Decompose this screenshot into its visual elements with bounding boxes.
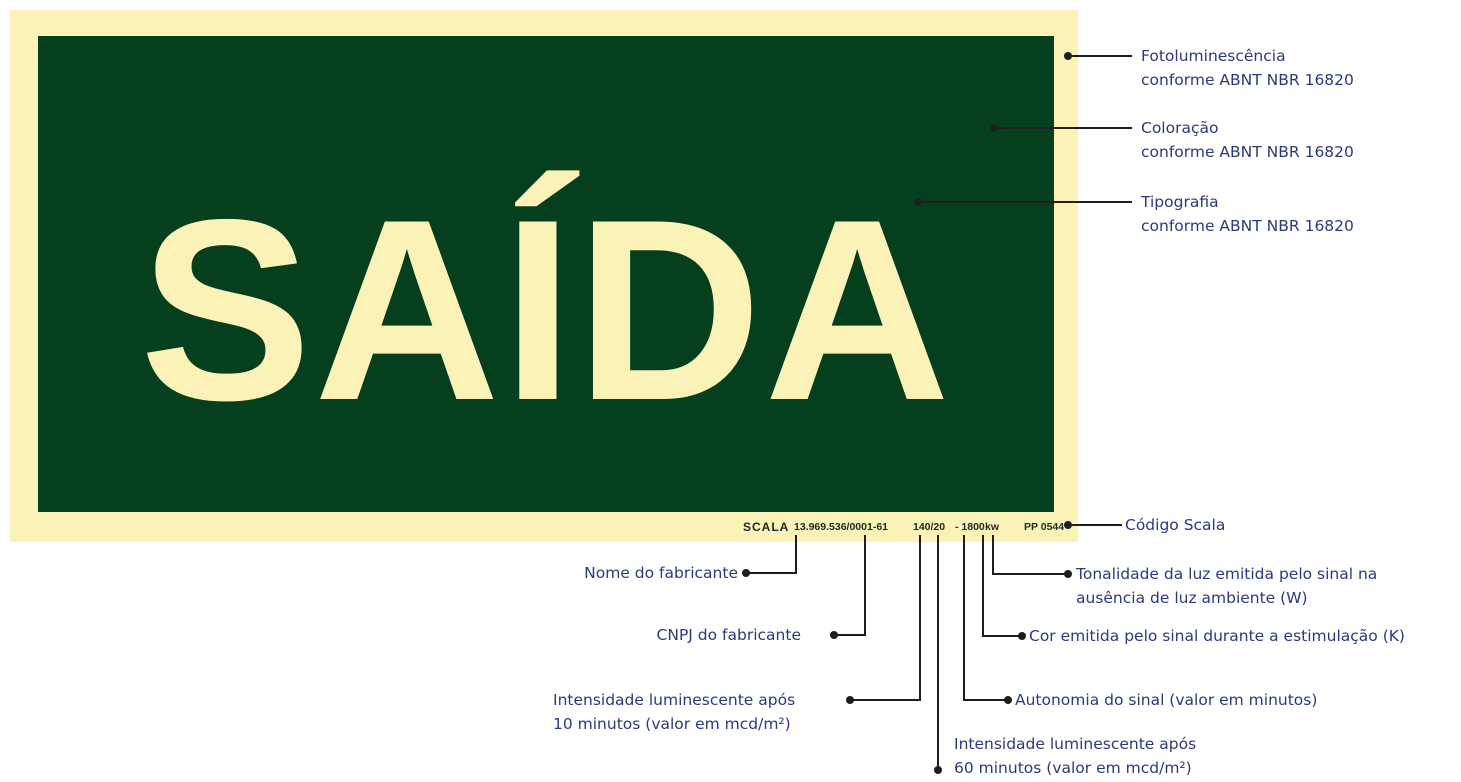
line-cnpj-fabricante bbox=[834, 535, 866, 636]
label-tonalidade: Tonalidade da luz emitida pelo sinal na … bbox=[1076, 565, 1378, 607]
label-cor-emitida: Cor emitida pelo sinal durante a estimul… bbox=[1029, 627, 1405, 645]
dot-intensidade-10 bbox=[846, 696, 854, 704]
footer-luminance: 140/20 bbox=[913, 521, 946, 533]
label-fotoluminescencia: Fotoluminescência conforme ABNT NBR 1682… bbox=[1141, 47, 1354, 89]
label-codigo-scala: Código Scala bbox=[1125, 516, 1226, 534]
dot-tonalidade bbox=[1064, 570, 1072, 578]
label-coloracao: Coloração conforme ABNT NBR 16820 bbox=[1141, 119, 1354, 161]
line-tonalidade bbox=[992, 535, 1068, 575]
line-cor-emitida bbox=[982, 535, 1022, 637]
footer-code: PP 0544 bbox=[1024, 521, 1065, 533]
dot-cor-emitida bbox=[1018, 632, 1026, 640]
sign-word: SAÍDA bbox=[139, 165, 953, 454]
label-nome-fabricante: Nome do fabricante bbox=[584, 564, 738, 582]
footer-color-tone: kw bbox=[985, 521, 1000, 533]
footer-cnpj: 13.969.536/0001-61 bbox=[794, 521, 889, 533]
dot-cnpj-fabricante bbox=[830, 631, 838, 639]
label-cnpj-fabricante: CNPJ do fabricante bbox=[656, 626, 801, 644]
line-nome-fabricante bbox=[746, 535, 797, 574]
label-intensidade-10: Intensidade luminescente após 10 minutos… bbox=[553, 691, 796, 733]
dot-autonomia bbox=[1004, 696, 1012, 704]
footer-autonomy: - 1800 bbox=[955, 521, 985, 533]
label-intensidade-60: Intensidade luminescente após 60 minutos… bbox=[954, 735, 1197, 777]
label-tipografia: Tipografia conforme ABNT NBR 16820 bbox=[1141, 193, 1354, 235]
footer-brand: SCALA bbox=[743, 520, 790, 534]
sign-panel: SAÍDA bbox=[38, 36, 1054, 512]
dot-intensidade-60 bbox=[934, 766, 942, 774]
line-intensidade-10 bbox=[850, 535, 921, 701]
label-autonomia: Autonomia do sinal (valor em minutos) bbox=[1015, 691, 1318, 709]
dot-nome-fabricante bbox=[742, 569, 750, 577]
line-autonomia bbox=[963, 535, 1008, 701]
